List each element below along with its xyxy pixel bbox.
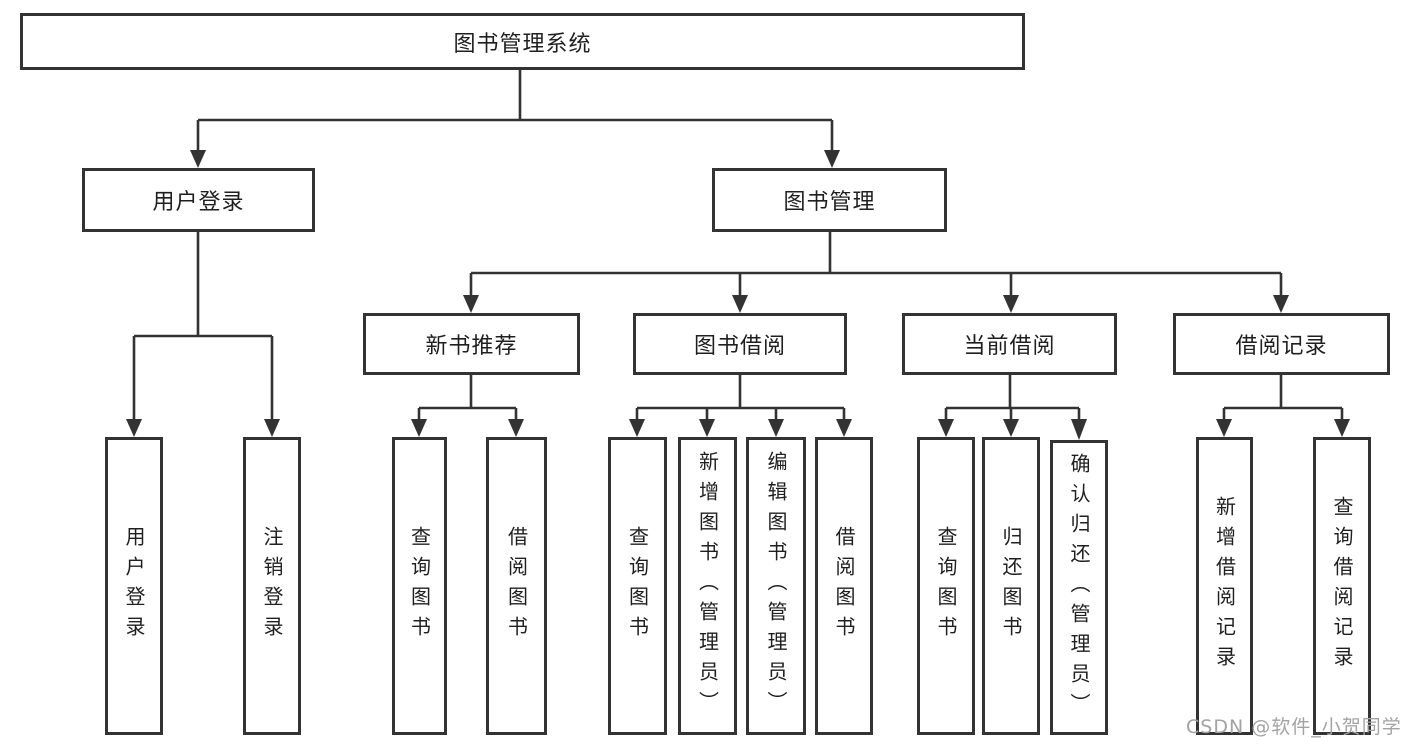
node-label: 用户登录: [152, 190, 245, 215]
leaf-edit-book-admin: 编辑图书（管理员）: [746, 437, 806, 735]
node-label: 借阅记录: [1235, 334, 1328, 359]
leaf-user-login: 用户登录: [105, 437, 163, 735]
leaf-return-book: 归还图书: [982, 437, 1040, 735]
leaf-query-book-borrow: 查询图书: [608, 437, 667, 735]
node-label: 编辑图书（管理员）: [764, 451, 788, 721]
node-root: 图书管理系统: [20, 13, 1025, 70]
leaf-add-borrow-record: 新增借阅记录: [1196, 437, 1253, 735]
node-user-login: 用户登录: [82, 168, 315, 232]
node-label: 新书推荐: [425, 334, 518, 359]
leaf-logout: 注销登录: [243, 437, 301, 735]
node-book-borrowing: 图书借阅: [633, 313, 847, 375]
leaf-borrow-book-recommend: 借阅图书: [486, 437, 547, 735]
node-borrow-records: 借阅记录: [1173, 313, 1390, 375]
node-label: 查询图书: [934, 526, 958, 646]
node-label: 归还图书: [999, 526, 1023, 646]
node-label: 图书管理: [783, 190, 876, 215]
node-label: 用户登录: [122, 526, 146, 646]
node-label: 借阅图书: [504, 526, 529, 646]
node-label: 图书管理系统: [453, 31, 592, 57]
node-book-management: 图书管理: [712, 168, 947, 232]
node-label: 查询借阅记录: [1330, 496, 1354, 676]
node-label: 新增图书（管理员）: [695, 451, 720, 721]
node-current-borrowing: 当前借阅: [902, 313, 1117, 375]
node-label: 借阅图书: [832, 526, 856, 646]
leaf-confirm-return-admin: 确认归还（管理员）: [1050, 440, 1108, 735]
node-label: 当前借阅: [963, 334, 1056, 359]
leaf-borrow-book: 借阅图书: [815, 437, 873, 735]
leaf-query-book-current: 查询图书: [917, 437, 975, 735]
node-label: 查询图书: [625, 526, 650, 646]
node-new-book-recommend: 新书推荐: [363, 313, 580, 375]
node-label: 新增借阅记录: [1212, 496, 1237, 676]
node-label: 图书借阅: [693, 334, 786, 359]
node-label: 注销登录: [260, 526, 284, 646]
leaf-query-borrow-record: 查询借阅记录: [1313, 437, 1371, 735]
leaf-query-book-recommend: 查询图书: [392, 437, 447, 735]
leaf-add-book-admin: 新增图书（管理员）: [678, 437, 737, 735]
node-label: 确认归还（管理员）: [1067, 452, 1091, 723]
node-label: 查询图书: [407, 526, 432, 646]
csdn-watermark: CSDN @软件_小贺同学: [1186, 716, 1402, 738]
